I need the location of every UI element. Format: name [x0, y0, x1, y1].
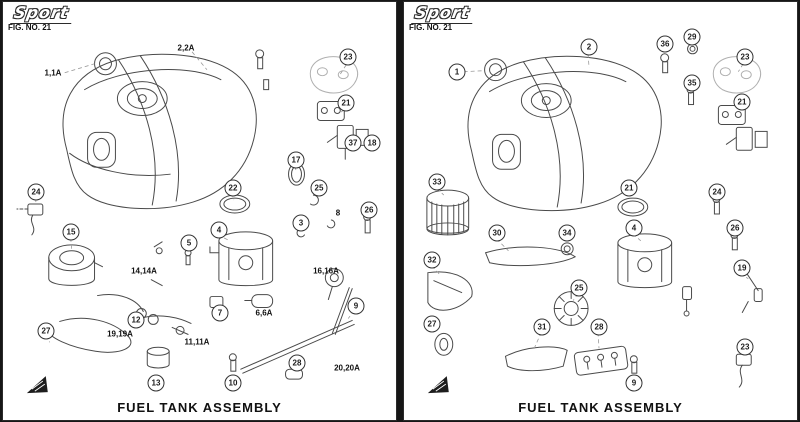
figure-number: FIG. NO. 21	[8, 23, 52, 32]
panel-title: FUEL TANK ASSEMBLY	[117, 400, 282, 415]
fuel-tank-outline	[467, 55, 662, 212]
fuel-tank-outline	[62, 53, 257, 210]
figure-number: FIG. NO. 21	[409, 23, 453, 32]
direction-arrow-icon	[427, 376, 449, 394]
panel-title: FUEL TANK ASSEMBLY	[518, 400, 683, 415]
direction-arrow-icon	[26, 376, 48, 394]
leader-lines	[35, 51, 355, 343]
exploded-view-illustration-right	[426, 43, 768, 394]
brand-logo: Sport	[411, 3, 476, 24]
brand-logo: Sport	[10, 3, 75, 24]
exploded-view-illustration-left	[16, 49, 372, 394]
leader-lines	[431, 53, 749, 351]
